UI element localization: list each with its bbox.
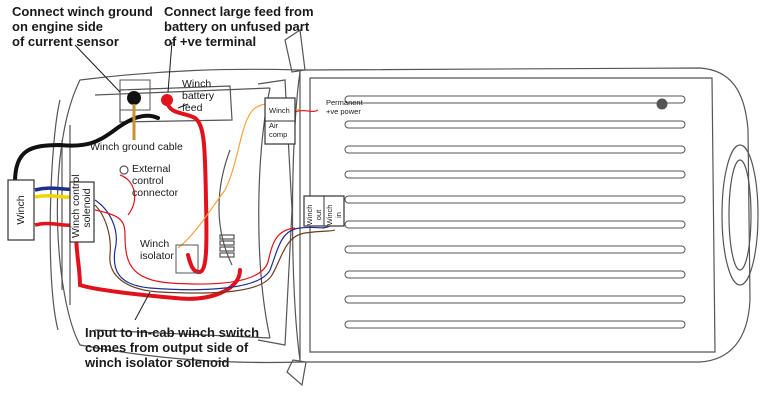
label-switch-out-line: Winch [305, 204, 314, 226]
label-switch-in: Winch in [325, 200, 343, 230]
label-switch-out: Winch out [305, 200, 323, 230]
callout-input-line: Input to in-cab winch switch [85, 325, 260, 340]
control-wiring [94, 103, 336, 294]
winch-box [7, 179, 35, 241]
label-air-comp-box: Winch Air comp [269, 106, 290, 139]
label-external-control-line: connector [132, 187, 179, 199]
label-switch-out-line: out [314, 209, 323, 221]
label-winch: Winch [15, 195, 27, 225]
label-external-control: External control connector [132, 163, 178, 199]
leader-lines [74, 41, 189, 321]
label-switch-in-line: in [334, 212, 343, 218]
callout-winch-ground-line: of current sensor [12, 34, 119, 49]
label-air-comp-winch: Winch [269, 106, 290, 115]
callout-winch-ground: Connect winch ground on engine side of c… [12, 4, 153, 49]
callout-feed-line: of +ve terminal [164, 34, 257, 49]
callout-winch-ground-line: Connect winch ground [12, 4, 153, 19]
label-battery-feed-line: battery [182, 90, 215, 102]
label-isolator-line: isolator [140, 250, 174, 262]
label-battery-feed-line: Winch [182, 78, 212, 90]
red-battery-feed [74, 98, 242, 301]
callout-input-line: comes from output side of [85, 340, 249, 355]
label-ground-cable: Winch ground cable [90, 141, 183, 153]
label-isolator: Winch isolator [140, 238, 174, 262]
isolator-box [175, 244, 199, 274]
label-air-comp-comp: comp [269, 130, 288, 139]
callout-feed: Connect large feed from battery on unfus… [164, 4, 314, 49]
vehicle-outline [49, 28, 759, 387]
label-permanent-power-line: +ve power [326, 107, 361, 116]
label-control-solenoid: Winch control solenoid [70, 174, 93, 238]
callout-input-line: winch isolator solenoid [85, 355, 230, 370]
label-air-comp-air: Air [269, 121, 279, 130]
label-battery-feed: Winch battery feed [182, 78, 214, 114]
control-solenoid-box [69, 181, 95, 243]
label-control-solenoid-line: solenoid [81, 188, 93, 228]
callout-feed-line: Connect large feed from [164, 4, 314, 19]
roof-rails [344, 95, 686, 329]
label-permanent-power: Permanent +ve power [326, 98, 363, 116]
label-external-control-line: control [132, 175, 164, 187]
label-permanent-power-line: Permanent [326, 98, 363, 107]
label-switch-in-line: Winch [325, 204, 334, 226]
black-ground-cable [13, 113, 160, 184]
callout-input: Input to in-cab winch switch comes from … [85, 325, 259, 370]
label-battery-feed-line: feed [182, 102, 203, 114]
winch-ground-stud [119, 79, 173, 140]
callout-feed-line: battery on unfused part [164, 19, 310, 34]
callout-winch-ground-line: on engine side [12, 19, 104, 34]
label-isolator-line: Winch [140, 238, 170, 250]
label-external-control-line: External [132, 163, 171, 175]
